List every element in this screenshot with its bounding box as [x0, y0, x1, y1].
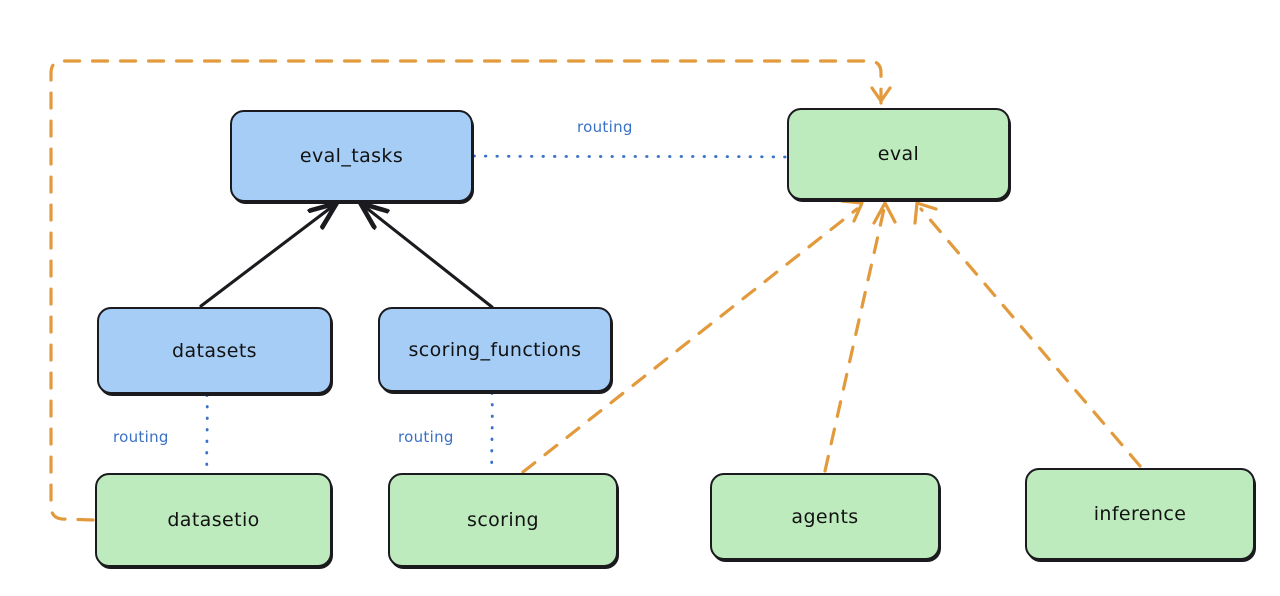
node-label: datasetio [167, 509, 260, 531]
edge-label-routing-datasets: routing [113, 428, 169, 446]
edge-agents-eval [823, 201, 897, 473]
edge-datasets-eval_tasks [199, 206, 333, 308]
node-label: eval [877, 143, 920, 165]
node-label: inference [1093, 503, 1187, 525]
node-datasets[interactable]: datasets [97, 307, 332, 394]
node-datasetio[interactable]: datasetio [95, 473, 332, 567]
edge-inference-eval [913, 201, 1142, 468]
node-agents[interactable]: agents [710, 473, 940, 560]
node-label: agents [791, 505, 859, 528]
node-label: datasets [172, 339, 257, 362]
edge-scoring-eval [521, 199, 864, 474]
node-scoring[interactable]: scoring [388, 473, 618, 567]
edge-label-routing-eval: routing [577, 118, 633, 136]
node-scoring-functions[interactable]: scoring_functions [378, 307, 612, 392]
node-label: scoring_functions [408, 338, 582, 361]
edge-eval-datasetio [49, 59, 883, 522]
edge-routing-datasets-datasetio [205, 393, 209, 474]
edge-routing-scoring_functions-scoring [490, 391, 494, 474]
edge-label-routing-scoring: routing [398, 428, 454, 446]
node-label: scoring [467, 509, 539, 531]
edge-scoring_functions-eval_tasks [364, 206, 494, 309]
node-label: eval_tasks [299, 145, 404, 167]
node-eval[interactable]: eval [787, 108, 1010, 200]
edge-routing-eval_tasks-eval [472, 154, 788, 159]
edge-eval-datasetio-arrowhead [870, 86, 892, 103]
node-inference[interactable]: inference [1025, 468, 1255, 560]
node-eval-tasks[interactable]: eval_tasks [230, 110, 473, 202]
